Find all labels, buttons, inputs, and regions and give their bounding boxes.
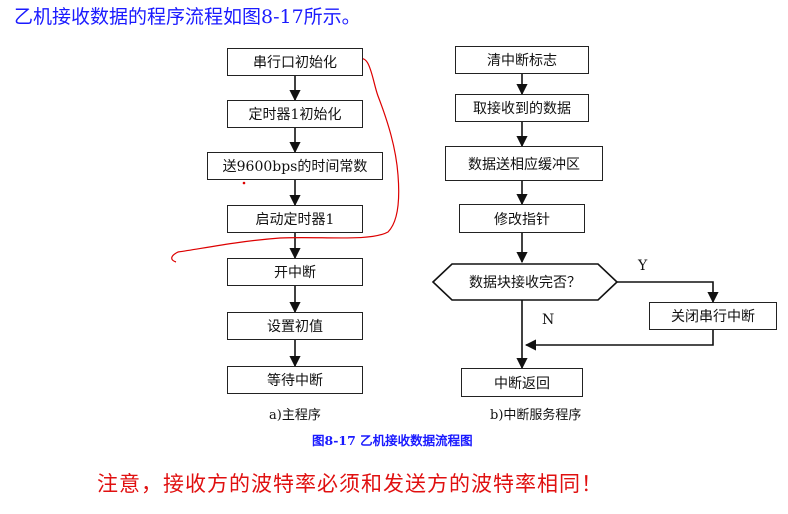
isr-step-disable-serial-interrupt: 关闭串行中断: [649, 302, 777, 330]
isr-caption: b)中断服务程序: [490, 408, 582, 423]
arrow-merge: [524, 330, 714, 351]
isr-step-clear-flag: 清中断标志: [455, 46, 589, 74]
handwritten-annotation-line: [171, 58, 400, 263]
yes-label: Y: [638, 258, 648, 274]
page-heading: 乙机接收数据的程序流程如图8-17所示。: [14, 6, 361, 28]
baud-rate-note: 注意，接收方的波特率必须和发送方的波特率相同！: [97, 472, 603, 496]
main-step-baud-constant: 送9600bps的时间常数: [207, 152, 383, 180]
isr-decision-label: 数据块接收完否？: [469, 275, 581, 291]
main-step-serial-init: 串行口初始化: [227, 48, 363, 76]
isr-step-return: 中断返回: [461, 368, 583, 397]
figure-caption: 图8-17 乙机接收数据流程图: [312, 433, 473, 448]
isr-step-read-data: 取接收到的数据: [455, 94, 589, 122]
main-step-start-timer1: 启动定时器1: [227, 205, 363, 233]
main-step-set-initial: 设置初值: [227, 312, 363, 340]
no-label: N: [542, 312, 555, 328]
main-step-timer1-init: 定时器1初始化: [227, 100, 363, 128]
arrow-yes-branch: [612, 281, 719, 304]
annotation-dot: [242, 181, 246, 185]
isr-step-store-buffer: 数据送相应缓冲区: [445, 146, 603, 181]
decision-shape: [431, 263, 619, 301]
main-program-caption: a)主程序: [269, 408, 321, 423]
main-step-wait-interrupt: 等待中断: [227, 366, 363, 394]
isr-step-update-pointer: 修改指针: [459, 204, 585, 233]
main-step-enable-interrupt: 开中断: [227, 258, 363, 286]
